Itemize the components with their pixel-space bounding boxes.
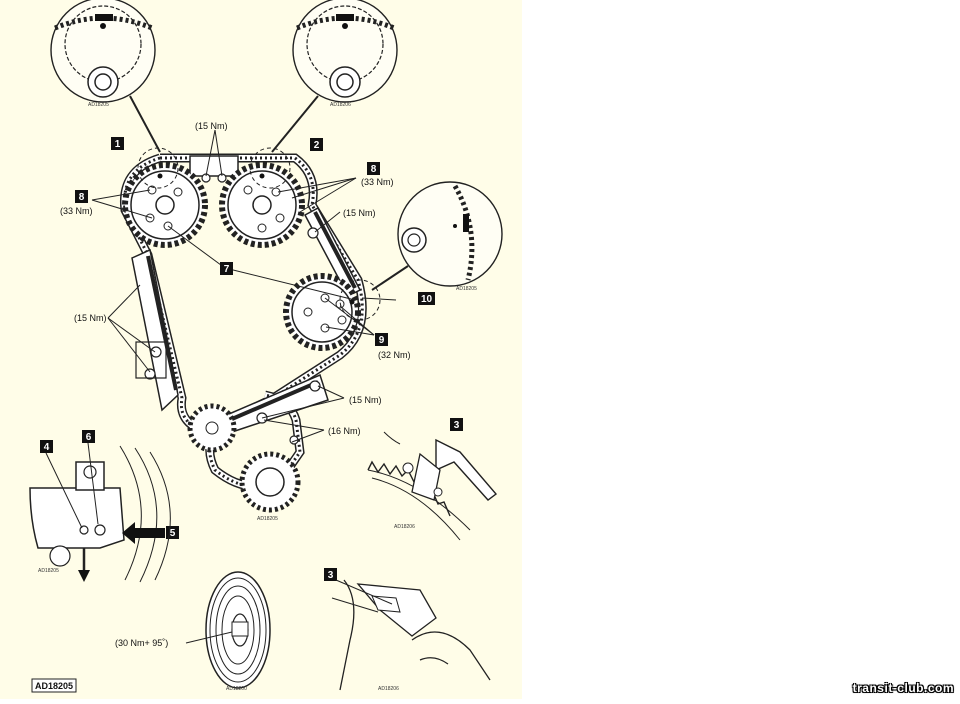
- left-camshaft-sprocket: [122, 162, 208, 248]
- diagram-panel: AD18205 AD18206 AD18205: [0, 0, 522, 699]
- detail-circle-top-left: AD18205: [50, 0, 156, 108]
- callout-8-right: 8: [367, 162, 380, 175]
- svg-text:AD18205: AD18205: [35, 681, 73, 691]
- svg-text:3: 3: [328, 570, 334, 581]
- callout-6: 6: [82, 430, 95, 443]
- svg-text:7: 7: [224, 264, 230, 275]
- detail-code-pulley: AD18200: [226, 686, 247, 692]
- callout-10: 10: [418, 292, 435, 305]
- timing-chain-diagram: AD18205 AD18206 AD18205: [29, 0, 503, 693]
- svg-text:9: 9: [379, 335, 385, 346]
- chain-guides: [131, 155, 362, 445]
- svg-text:10: 10: [421, 294, 433, 305]
- torque-label: (16 Nm): [328, 426, 361, 436]
- watermark: transit-club.com: [852, 681, 954, 695]
- figure-id-label: AD18205: [31, 678, 77, 693]
- callout-7: 7: [220, 262, 233, 275]
- svg-text:2: 2: [314, 140, 320, 151]
- crank-pulley-detail: AD18200: [185, 571, 271, 692]
- detail-code-top-left: AD18205: [88, 102, 109, 108]
- right-camshaft-sprocket: [219, 162, 305, 248]
- detail-code-mid-right: AD18205: [456, 286, 477, 292]
- detail-code-top-right: AD18206: [330, 102, 351, 108]
- torque-label: (15 Nm): [349, 395, 382, 405]
- lower-tool-detail: AD18206: [331, 579, 491, 692]
- detail-code-crank-sprocket: AD18205: [257, 516, 278, 522]
- svg-text:4: 4: [44, 442, 50, 453]
- svg-text:6: 6: [86, 432, 92, 443]
- detail-code-tool-top: AD18206: [394, 524, 415, 530]
- torque-label: (33 Nm): [60, 206, 93, 216]
- callout-1: 1: [111, 137, 124, 150]
- crankshaft-sprocket: AD18205: [239, 451, 301, 522]
- svg-text:8: 8: [371, 164, 377, 175]
- callout-8-left: 8: [75, 190, 88, 203]
- svg-text:1: 1: [115, 139, 121, 150]
- callout-5: 5: [166, 526, 179, 539]
- torque-label: (33 Nm): [361, 177, 394, 187]
- callout-3-top: 3: [450, 418, 463, 431]
- detail-circle-mid-right: AD18205: [397, 181, 503, 292]
- svg-text:8: 8: [79, 192, 85, 203]
- detail-code-tensioner: AD18205: [38, 568, 59, 574]
- callout-3-bottom: 3: [324, 568, 337, 581]
- intermediate-sprocket: [283, 273, 361, 351]
- callout-9: 9: [375, 333, 388, 346]
- tensioner-detail: AD18205: [29, 442, 171, 583]
- detail-code-tool-bottom: AD18206: [378, 686, 399, 692]
- torque-label: (15 Nm): [74, 313, 107, 323]
- locking-tool-detail: AD18206: [367, 431, 498, 541]
- torque-label: (30 Nm+ 95˚): [115, 638, 168, 648]
- small-idler-sprocket: [187, 403, 237, 453]
- callout-4: 4: [40, 440, 53, 453]
- torque-label: (32 Nm): [378, 350, 411, 360]
- torque-label: (15 Nm): [343, 208, 376, 218]
- callout-2: 2: [310, 138, 323, 151]
- svg-text:5: 5: [170, 528, 176, 539]
- svg-text:3: 3: [454, 420, 460, 431]
- torque-label: (15 Nm): [195, 121, 228, 131]
- detail-circle-top-right: AD18206: [292, 0, 398, 108]
